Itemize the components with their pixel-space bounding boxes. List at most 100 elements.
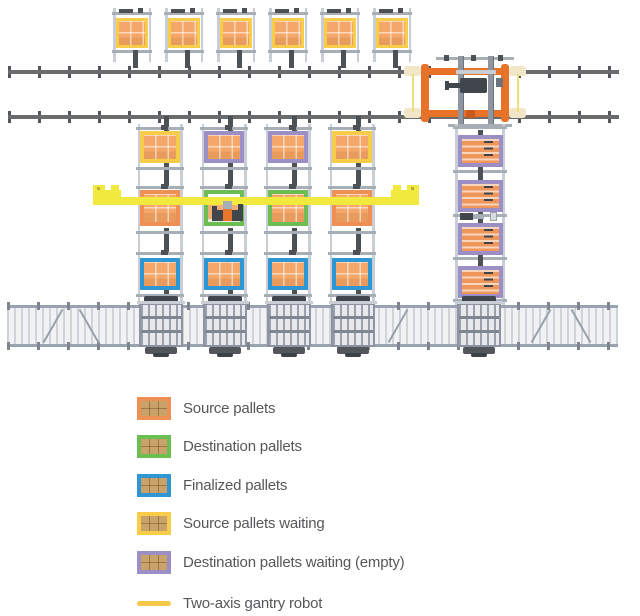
top-buffer-unit-4-handle xyxy=(275,9,289,13)
legend-label: Destination pallets xyxy=(183,438,302,455)
top-buffer-unit-4-post-right xyxy=(304,8,307,62)
legend-item-source-pallets-waiting: Source pallets waiting xyxy=(137,512,325,536)
top-buffer-unit-2-top-bar xyxy=(164,12,204,15)
top-buffer-unit-6-rail-stub xyxy=(393,50,398,68)
buffer-column-4-stub-1 xyxy=(356,163,361,187)
top-buffer-unit-5-bottom-bar xyxy=(320,50,360,53)
stack-shuttle-box xyxy=(490,212,497,221)
gantry-yellow-guide-left xyxy=(412,74,414,112)
pallet-empty_waiting-stack-4 xyxy=(457,266,503,298)
pallet-waiting-6 xyxy=(376,18,408,48)
gantry-wheel-post-right xyxy=(501,64,509,122)
gantry-cream-cap-tl xyxy=(404,66,421,76)
pallet-empty_waiting-stack-3 xyxy=(457,223,503,255)
top-buffer-unit-6-post-left xyxy=(373,8,376,62)
gripper-arm-tip xyxy=(445,81,449,90)
pallet-waiting-4 xyxy=(272,18,304,48)
lift-station-5-wheel xyxy=(471,353,487,357)
top-buffer-unit-1-clamp xyxy=(138,8,143,13)
pallet-empty_waiting-r1c3 xyxy=(268,131,308,163)
pallet-waiting-3 xyxy=(220,18,252,48)
buffer-column-3-crossbar-4 xyxy=(264,252,312,255)
top-buffer-unit-2-handle xyxy=(171,9,185,13)
buffer-column-4-crossbar-mark-0 xyxy=(353,125,360,130)
lift-station-4-wheel xyxy=(345,353,361,357)
top-buffer-unit-5-handle xyxy=(327,9,341,13)
gantry-cross-tie xyxy=(456,70,496,74)
lift-station-4-rail-1 xyxy=(333,316,373,319)
two-axis-gantry-bar xyxy=(96,197,418,205)
buffer-column-1-crossbar-mark-0 xyxy=(161,125,168,130)
buffer-column-1-stub-0 xyxy=(164,116,169,131)
lift-station-5-rail-2 xyxy=(459,330,499,333)
gantry-bar-bracket-left xyxy=(93,190,121,205)
legend-item-finalized-pallets: Finalized pallets xyxy=(137,473,287,497)
buffer-column-2-crossbar-4 xyxy=(200,252,248,255)
top-buffer-unit-3-handle xyxy=(223,9,237,13)
buffer-column-3-crossbar-5 xyxy=(264,294,312,297)
buffer-column-3-crossbar-0 xyxy=(264,127,312,130)
legend-label: Source pallets waiting xyxy=(183,515,325,532)
top-buffer-unit-2-rail-stub xyxy=(185,50,190,68)
conveyor-posts-bottom xyxy=(7,342,618,350)
top-buffer-unit-2-post-left xyxy=(165,8,168,62)
buffer-column-3-stub-2 xyxy=(292,228,297,253)
lift-station-4-cage xyxy=(331,303,375,347)
top-buffer-unit-3-post-right xyxy=(252,8,255,62)
lift-station-1-rail-2 xyxy=(141,330,181,333)
pallet-empty_waiting-stack-1 xyxy=(457,135,503,167)
lift-station-3-cage xyxy=(267,303,311,347)
pallet-waiting-r1c1 xyxy=(140,131,180,163)
buffer-column-3-crossbar-mark-2 xyxy=(289,184,296,189)
pallet-waiting-2 xyxy=(168,18,200,48)
buffer-column-4-crossbar-1 xyxy=(328,167,376,170)
lift-station-2-dark-top xyxy=(208,296,242,303)
gantry-bottom-tie-bar xyxy=(448,124,512,127)
top-buffer-unit-2-clamp xyxy=(190,8,195,13)
lift-station-3-wheel xyxy=(281,353,297,357)
top-buffer-unit-3-post-left xyxy=(217,8,220,62)
stack-shuttle-light xyxy=(473,214,484,219)
buffer-column-4-crossbar-0 xyxy=(328,127,376,130)
lift-station-5-cage xyxy=(457,303,501,347)
buffer-column-3-crossbar-mark-0 xyxy=(289,125,296,130)
gantry-bar-bracket-left-tab2 xyxy=(111,185,119,192)
top-buffer-unit-1-handle xyxy=(119,9,133,13)
pallet-finalized-r3c2 xyxy=(204,258,244,290)
legend-label: Destination pallets waiting (empty) xyxy=(183,553,405,571)
gantry-tie-mark-0 xyxy=(444,55,449,61)
lift-station-1-cap xyxy=(137,301,185,304)
legend-item-destination-pallets-waiting: Destination pallets waiting (empty) xyxy=(137,550,405,574)
top-buffer-unit-4-top-bar xyxy=(268,12,308,15)
top-buffer-unit-4-rail-stub xyxy=(289,50,294,68)
legend-item-source-pallets: Source pallets xyxy=(137,396,275,420)
pallet-waiting-1 xyxy=(116,18,148,48)
buffer-column-2-stub-0 xyxy=(228,116,233,131)
top-buffer-unit-3-rail-stub xyxy=(237,50,242,68)
buffer-column-2-crossbar-mark-2 xyxy=(225,184,232,189)
gantry-wheel-post-left xyxy=(421,64,429,122)
gantry-rail-2 xyxy=(8,111,619,123)
gantry-side-box xyxy=(496,78,503,87)
legend-item-destination-pallets: Destination pallets xyxy=(137,435,302,459)
buffer-column-1-stub-2 xyxy=(164,228,169,253)
lift-station-1-wheel xyxy=(153,353,169,357)
pallet-finalized-r3c1 xyxy=(140,258,180,290)
buffer-column-4-crossbar-mark-4 xyxy=(353,250,360,255)
conveyor-posts-top xyxy=(7,302,618,310)
gantry-motor xyxy=(466,110,475,118)
lift-station-5-cap xyxy=(455,301,503,304)
conveyor-belt xyxy=(7,305,618,347)
stack-pallet-dashes xyxy=(483,229,493,248)
buffer-column-3-crossbar-3 xyxy=(264,231,312,234)
gantry-bar-bracket-right-tab2 xyxy=(393,185,401,192)
gantry-cream-cap-bl xyxy=(404,108,421,118)
buffer-column-4-stub-2 xyxy=(356,228,361,253)
top-buffer-unit-2-post-right xyxy=(200,8,203,62)
buffer-column-1-post-right xyxy=(180,124,183,305)
lift-station-4-cap xyxy=(329,301,377,304)
buffer-column-1-crossbar-3 xyxy=(136,231,184,234)
pallet-waiting-5 xyxy=(324,18,356,48)
lift-station-2-rail-1 xyxy=(205,316,245,319)
